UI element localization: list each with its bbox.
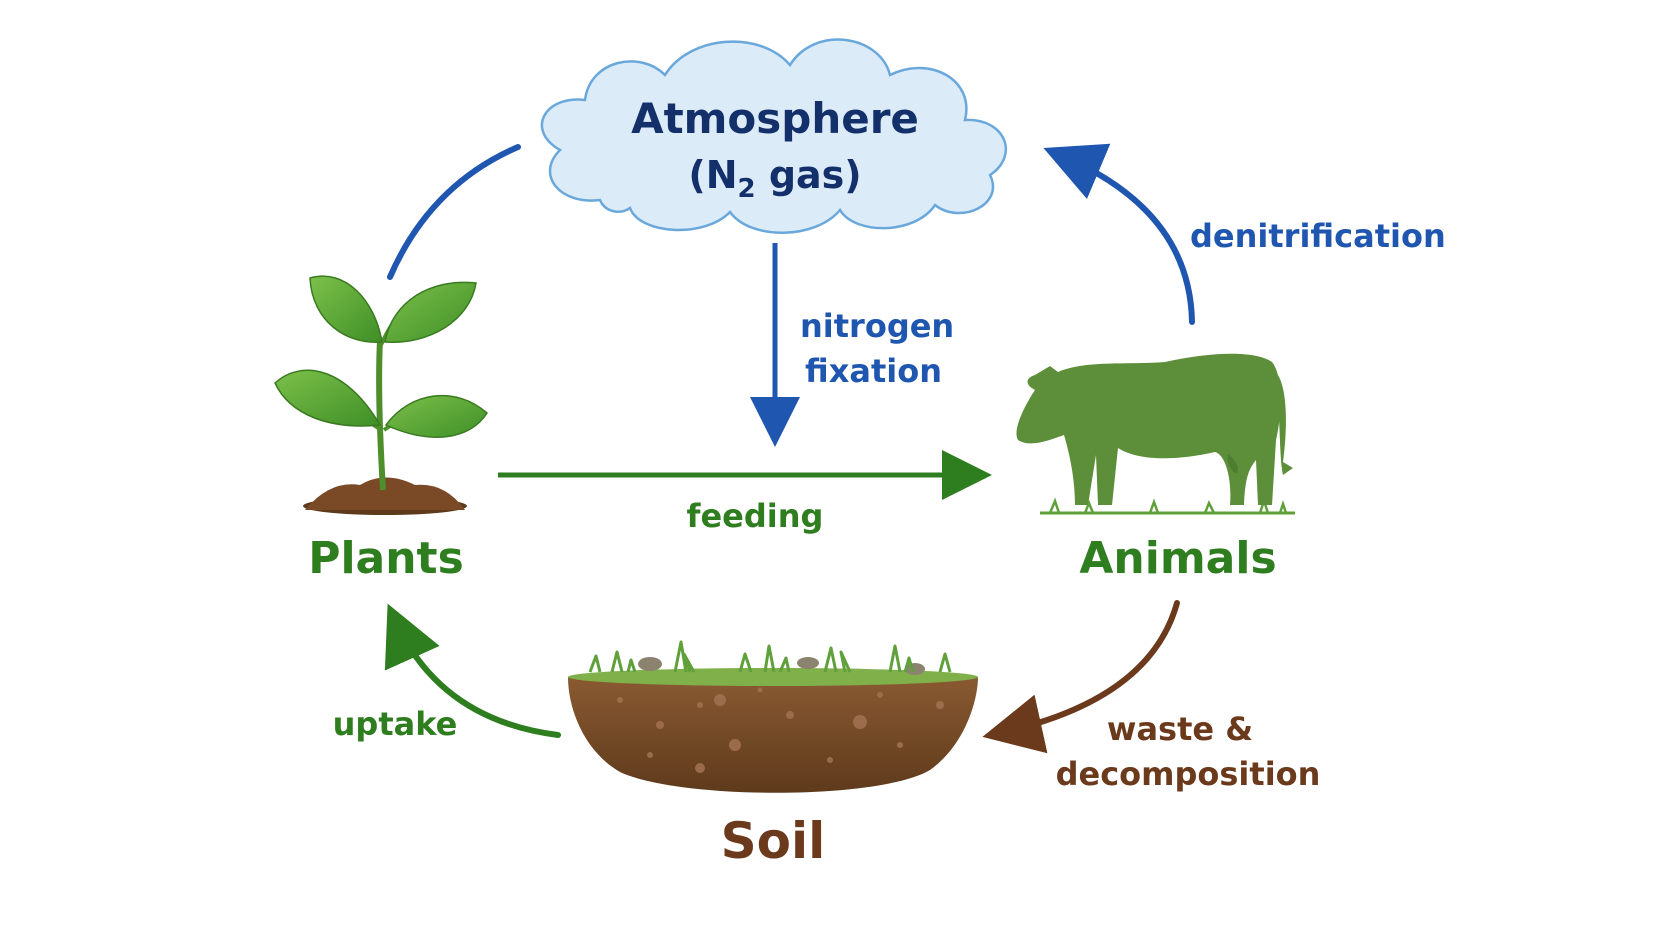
arrow-waste-decomposition (982, 600, 1180, 754)
waste-decomposition-label-line2: decomposition (1056, 755, 1321, 793)
nitrogen-fixation-label-line1: nitrogen (800, 307, 954, 345)
arrow-plants-to-atmosphere (387, 144, 521, 280)
formula-open: (N (688, 153, 737, 197)
uptake-label: uptake (333, 705, 458, 743)
waste-decomposition-label-line1: waste & (1107, 710, 1253, 748)
arrow-denitrification (1043, 143, 1195, 325)
atmosphere-title: Atmosphere (631, 94, 919, 143)
denitrification-label: denitrification (1190, 217, 1446, 255)
animals-label: Animals (1079, 533, 1276, 584)
plant-icon (274, 275, 488, 515)
soil-mound-icon (568, 640, 978, 793)
atmosphere-formula: (N2 gas) (688, 153, 861, 204)
arrow-uptake (384, 603, 561, 738)
feeding-label: feeding (687, 497, 824, 535)
nitrogen-fixation-label-line2: fixation (805, 352, 942, 390)
soil-label: Soil (721, 812, 826, 870)
formula-close: gas) (756, 153, 862, 197)
plants-label: Plants (308, 533, 464, 584)
atmosphere-cloud (540, 38, 1008, 234)
formula-subscript: 2 (738, 174, 756, 204)
cow-icon (1016, 353, 1295, 515)
